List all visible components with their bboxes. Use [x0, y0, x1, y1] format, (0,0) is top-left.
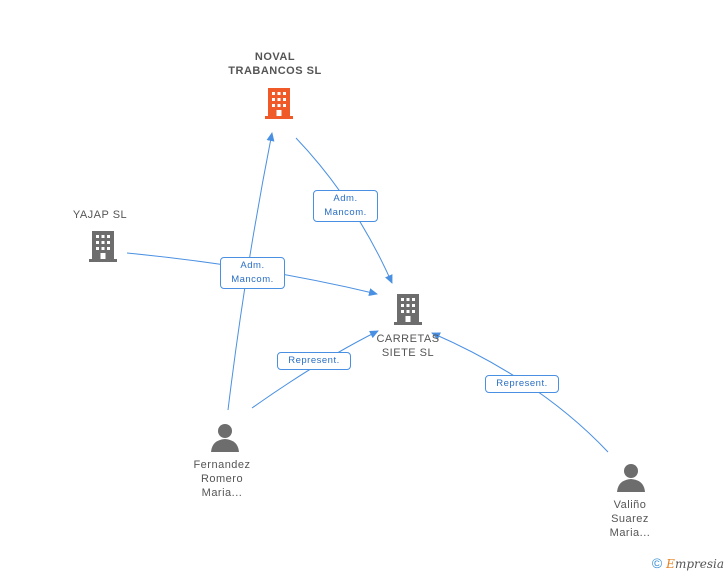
edge-label-represent-valino[interactable]: Represent.	[485, 375, 559, 393]
building-icon[interactable]	[391, 292, 425, 326]
edge-label-adm-mancom-yajap[interactable]: Adm. Mancom.	[220, 257, 285, 289]
node-fernandez-label[interactable]: Fernandez Romero Maria...	[172, 458, 272, 500]
node-carretas-line1: CARRETAS	[376, 333, 440, 345]
person-icon[interactable]	[209, 421, 241, 453]
building-icon[interactable]	[262, 86, 296, 120]
node-fernandez-line2: Romero	[200, 473, 244, 485]
edge-label-line1: Represent.	[496, 378, 548, 389]
edge-label-line1: Represent.	[288, 355, 340, 366]
edge-label-line2: Mancom.	[324, 207, 367, 218]
edge-label-adm-mancom-noval[interactable]: Adm. Mancom.	[313, 190, 378, 222]
copyright-icon: ©	[651, 555, 663, 571]
node-yajap-line1: YAJAP SL	[72, 209, 128, 221]
person-icon[interactable]	[615, 461, 647, 493]
edge-label-line2: Mancom.	[231, 274, 274, 285]
node-carretas-label[interactable]: CARRETAS SIETE SL	[358, 332, 458, 360]
edge-label-line1: Adm.	[333, 193, 358, 204]
brand-logo: Empresia	[666, 557, 724, 571]
edge-label-line1: Adm.	[240, 260, 265, 271]
node-noval-line2: TRABANCOS SL	[228, 65, 322, 77]
building-icon[interactable]	[86, 229, 120, 263]
node-valino-line2: Suarez	[611, 513, 649, 525]
node-valino-label[interactable]: Valiño Suarez Maria...	[580, 498, 680, 540]
edge-label-represent-fernandez[interactable]: Represent.	[277, 352, 351, 370]
node-noval-line1: NOVAL	[254, 51, 296, 63]
node-noval-label[interactable]: NOVAL TRABANCOS SL	[215, 50, 335, 78]
footer-brand[interactable]: ©Empresia	[652, 555, 724, 571]
brand-rest: mpresia	[674, 557, 724, 571]
node-valino-line1: Valiño	[613, 499, 647, 511]
brand-first-letter: E	[666, 557, 675, 571]
node-yajap-label[interactable]: YAJAP SL	[50, 208, 150, 222]
node-valino-line3: Maria...	[609, 527, 651, 539]
node-fernandez-line1: Fernandez	[193, 459, 251, 471]
node-carretas-line2: SIETE SL	[381, 347, 435, 359]
node-fernandez-line3: Maria...	[201, 487, 243, 499]
